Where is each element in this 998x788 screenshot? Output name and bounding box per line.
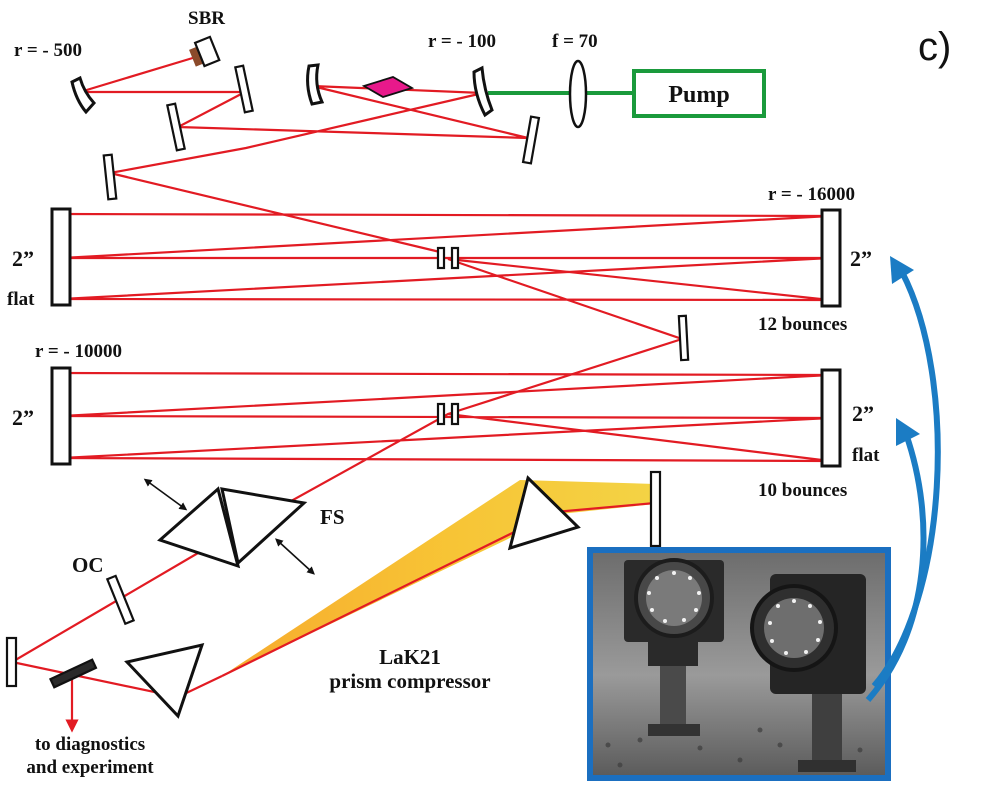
- label-r100: r = - 100: [428, 31, 496, 52]
- fold-mirror-3: [102, 153, 118, 201]
- panel-label: c): [918, 25, 951, 69]
- label-prism-compressor: prism compressor: [329, 669, 490, 693]
- fold-mirror-2: [166, 102, 186, 152]
- curved-arrow-icon: [890, 256, 914, 284]
- pickoff-diagnostics: [49, 658, 98, 689]
- mirror-lower-right-flat: [820, 368, 842, 468]
- gain-crystal: [361, 76, 415, 98]
- lak21-prism-lower: [124, 642, 205, 719]
- double-arrow-icon: [275, 538, 315, 575]
- curved-arrow-icon: [896, 418, 920, 446]
- curved-mirror-r500: [70, 75, 97, 115]
- pump-box: [632, 69, 766, 118]
- fold-mirror-4: [521, 115, 541, 165]
- center-pickoff-lower: [436, 402, 460, 426]
- curved-arrow-icon: [865, 433, 927, 702]
- label-oc: OC: [72, 553, 104, 577]
- lak21-prism-upper: [507, 475, 581, 551]
- label-flat-lower-right: flat: [852, 445, 880, 466]
- label-r500: r = - 500: [14, 40, 82, 61]
- double-arrow-icon: [143, 478, 188, 511]
- label-2in-lower-left: 2”: [12, 405, 34, 430]
- label-pump: Pump: [668, 82, 729, 108]
- fs-prism-pair: [157, 486, 308, 569]
- center-pickoff-upper: [436, 246, 460, 270]
- mirror-mount-photo-icon: [587, 547, 891, 781]
- sbr: [189, 35, 221, 68]
- mirror-upper-right-r16000: [820, 208, 842, 308]
- label-r10000: r = - 10000: [35, 341, 122, 362]
- label-2in-upper-left: 2”: [12, 246, 34, 271]
- label-sbr: SBR: [188, 8, 225, 29]
- label-2in-lower-right: 2”: [852, 401, 874, 426]
- label-fs: FS: [320, 505, 345, 529]
- label-r16000: r = - 16000: [768, 184, 855, 205]
- curved-mirror-crystal-left: [306, 63, 325, 106]
- output-coupler: [105, 574, 136, 626]
- label-flat-upper-left: flat: [7, 289, 35, 310]
- label-2in-upper-right: 2”: [850, 246, 872, 271]
- spectral-fan: [222, 480, 655, 676]
- label-and-experiment: and experiment: [26, 757, 154, 778]
- end-mirror-left: [5, 636, 18, 688]
- label-12-bounces: 12 bounces: [758, 314, 847, 335]
- label-10-bounces: 10 bounces: [758, 480, 847, 501]
- compressor-end-mirror: [649, 470, 662, 548]
- pump-lens: [568, 59, 588, 129]
- label-lak21: LaK21: [379, 645, 441, 669]
- mid-fold-mirror: [677, 314, 690, 362]
- mirror-lower-left-r10000: [50, 366, 72, 466]
- mirror-upper-left-flat: [50, 207, 72, 307]
- fold-mirror-1: [234, 64, 254, 114]
- label-to-diagnostics: to diagnostics: [35, 734, 145, 755]
- label-f70: f = 70: [552, 31, 598, 52]
- curved-mirror-r100: [472, 65, 494, 118]
